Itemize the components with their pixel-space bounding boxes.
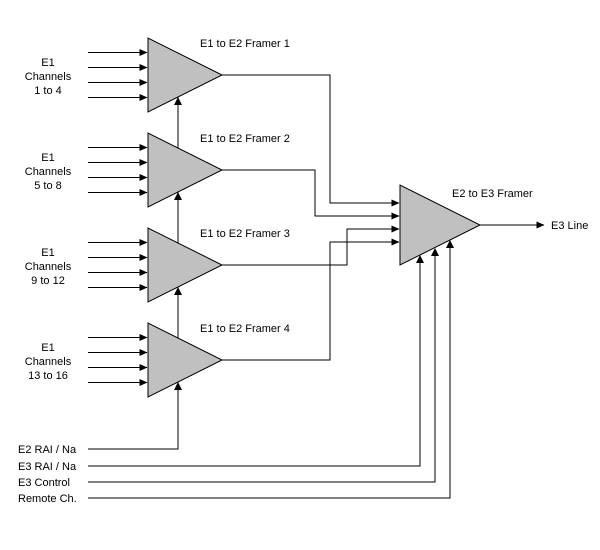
framer1-label: E1 to E2 Framer 1 (200, 38, 290, 50)
channels-1-4-label-line2: Channels (25, 71, 72, 83)
up-arrowhead-framer2 (174, 192, 182, 200)
e3-rai-na-line (88, 256, 421, 467)
framer3-label: E1 to E2 Framer 3 (200, 228, 290, 240)
e2-e3-framer-label: E2 to E3 Framer (452, 188, 533, 200)
channels-1-4-label-line1: E1 (41, 57, 54, 69)
framer1-output-line (222, 74, 400, 207)
channels-13-16-label-line1: E1 (41, 342, 54, 354)
labels: E1 to E2 Framer 1 E1 to E2 Framer 2 E1 t… (18, 38, 588, 505)
channels-5-8-label-line3: 5 to 8 (34, 180, 62, 192)
channels-13-16-label-line3: 13 to 16 (28, 370, 68, 382)
up-arrowhead-framer4 (174, 382, 182, 390)
channels-9-12-label-line1: E1 (41, 247, 54, 259)
channels-13-16-label-line2: Channels (25, 356, 72, 368)
framer2-block (147, 132, 224, 208)
e2-rai-na-line (88, 97, 179, 450)
framer3-block (147, 227, 224, 303)
up-arrowhead-framer3 (174, 287, 182, 295)
remote-ch-line (88, 241, 451, 499)
channels-9-12-label-line2: Channels (25, 261, 72, 273)
framer1-block (147, 37, 224, 113)
framer2-output-line (222, 169, 400, 220)
up-arrowhead-e3-rai (416, 255, 424, 263)
framer3-output-line (222, 225, 400, 266)
e2-e3-framer-block (399, 184, 482, 266)
framer4-block (147, 322, 224, 398)
remote-ch-label: Remote Ch. (18, 493, 77, 505)
framer4-output-line (222, 238, 400, 361)
up-arrowhead-framer1 (174, 97, 182, 105)
framer2-label: E1 to E2 Framer 2 (200, 133, 290, 145)
e3-control-line (88, 249, 436, 483)
channels-5-8-label-line2: Channels (25, 166, 72, 178)
e3-rai-na-label: E3 RAI / Na (18, 461, 77, 473)
channels-5-8-label-line1: E1 (41, 152, 54, 164)
up-arrowheads (174, 97, 454, 390)
e3-line-label: E3 Line (551, 220, 588, 232)
signal-lines (88, 49, 545, 499)
e3-control-label: E3 Control (18, 477, 70, 489)
e2-rai-na-label: E2 RAI / Na (18, 444, 77, 456)
channels-1-4-label-line3: 1 to 4 (34, 85, 62, 97)
channels-9-12-label-line3: 9 to 12 (31, 275, 65, 287)
up-arrowhead-remote-ch (446, 240, 454, 248)
framer4-label: E1 to E2 Framer 4 (200, 323, 290, 335)
up-arrowhead-e3-control (431, 248, 439, 256)
framer-blocks (147, 37, 482, 398)
